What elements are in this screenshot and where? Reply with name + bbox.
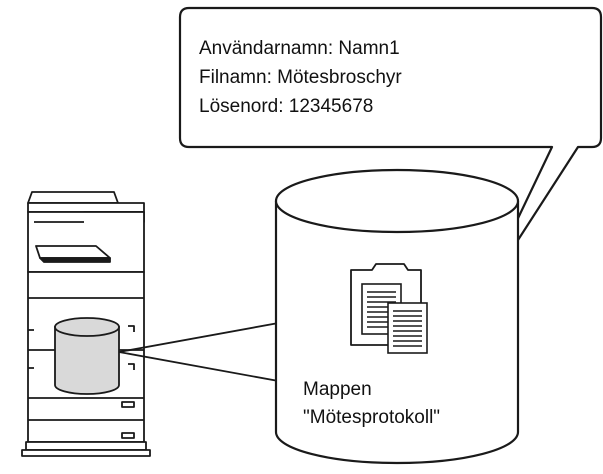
callout-bubble: Användarnamn: Namn1 Filnamn: Mötesbrosch… xyxy=(178,6,603,304)
documents-icon xyxy=(361,283,428,354)
callout-outline xyxy=(178,6,603,304)
folder-label-line1: Mappen xyxy=(303,379,372,400)
callout-line-filename: Filnamn: Mötesbroschyr xyxy=(199,67,402,88)
connector-lines xyxy=(118,321,285,383)
callout-line-username: Användarnamn: Namn1 xyxy=(199,38,400,59)
folder-label-line2: "Mötesprotokoll" xyxy=(303,407,440,428)
callout-line-password: Lösenord: 12345678 xyxy=(199,96,373,117)
storage-cylinder-icon xyxy=(54,317,120,395)
folder-cylinder-top xyxy=(274,168,520,234)
